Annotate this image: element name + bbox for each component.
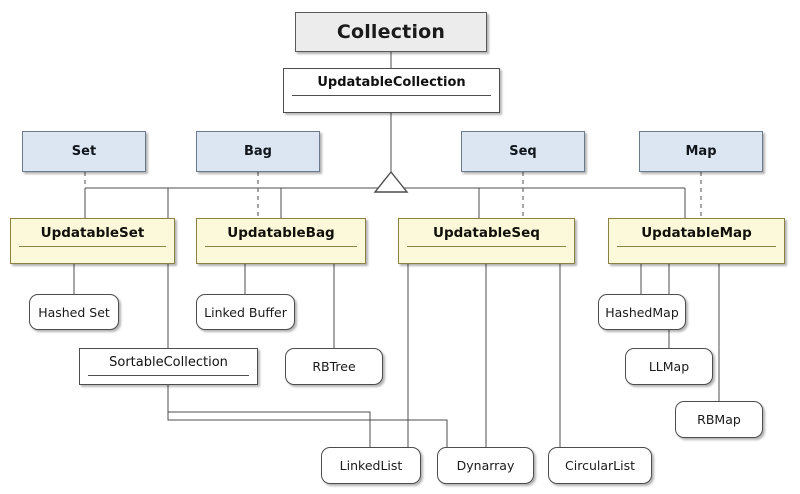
- class-compartment: [609, 247, 784, 263]
- edge-sortablecollection-dynarray: [167, 385, 448, 447]
- node-rbmap-label: RBMap: [697, 412, 741, 427]
- class-compartment: [11, 247, 174, 263]
- node-updatable-set-label: UpdatableSet: [40, 225, 145, 241]
- node-sortable-collection[interactable]: SortableCollection: [79, 348, 258, 385]
- node-llmap-label: LLMap: [648, 359, 690, 374]
- node-hashed-map-label: HashedMap: [605, 304, 679, 320]
- node-hashed-set[interactable]: Hashed Set: [29, 294, 119, 330]
- class-compartment: [80, 376, 257, 384]
- class-compartment-divider: [292, 95, 491, 96]
- node-dynarray-label: Dynarray: [456, 458, 515, 473]
- node-sortable-collection-label: SortableCollection: [109, 355, 228, 370]
- node-linked-list[interactable]: LinkedList: [321, 447, 421, 484]
- node-set-label: Set: [71, 144, 97, 159]
- class-compartment-divider: [19, 246, 166, 247]
- class-compartment: [197, 247, 365, 263]
- node-updatable-map-label: UpdatableMap: [641, 225, 752, 241]
- node-rbmap[interactable]: RBMap: [675, 401, 763, 438]
- class-compartment-divider: [617, 246, 776, 247]
- node-bag[interactable]: Bag: [196, 131, 320, 172]
- node-seq-label: Seq: [509, 144, 537, 159]
- node-collection-label: Collection: [336, 21, 446, 43]
- node-updatable-seq[interactable]: UpdatableSeq: [398, 218, 575, 264]
- node-updatable-map[interactable]: UpdatableMap: [608, 218, 785, 264]
- node-linked-list-label: LinkedList: [339, 458, 403, 473]
- node-llmap[interactable]: LLMap: [625, 348, 713, 385]
- edge-sortablecollection-linkedlist: [168, 411, 371, 447]
- node-updatable-collection[interactable]: UpdatableCollection: [283, 68, 500, 113]
- node-bag-label: Bag: [244, 144, 272, 159]
- node-updatable-bag-label: UpdatableBag: [227, 225, 335, 241]
- generalization-triangle: [373, 170, 409, 193]
- node-set[interactable]: Set: [22, 131, 146, 172]
- node-hashed-set-label: Hashed Set: [38, 304, 110, 320]
- node-updatable-seq-label: UpdatableSeq: [433, 225, 540, 241]
- node-rbtree[interactable]: RBTree: [285, 348, 383, 385]
- class-compartment: [399, 247, 574, 263]
- node-updatable-bag[interactable]: UpdatableBag: [196, 218, 366, 264]
- node-map[interactable]: Map: [639, 131, 763, 172]
- class-compartment: [284, 96, 499, 112]
- node-seq[interactable]: Seq: [461, 131, 585, 172]
- node-updatable-collection-label: UpdatableCollection: [317, 75, 466, 90]
- class-compartment-divider: [88, 375, 249, 376]
- class-compartment-divider: [205, 246, 357, 247]
- node-circular-list[interactable]: CircularList: [548, 447, 652, 484]
- node-linked-buffer-label: Linked Buffer: [204, 304, 287, 320]
- node-dynarray[interactable]: Dynarray: [437, 447, 534, 484]
- node-hashed-map[interactable]: HashedMap: [598, 294, 686, 330]
- node-updatable-set[interactable]: UpdatableSet: [10, 218, 175, 264]
- node-collection[interactable]: Collection: [295, 12, 487, 52]
- node-rbtree-label: RBTree: [312, 359, 356, 374]
- node-linked-buffer[interactable]: Linked Buffer: [196, 294, 295, 330]
- node-map-label: Map: [685, 144, 717, 159]
- node-circular-list-label: CircularList: [565, 458, 635, 473]
- class-compartment-divider: [407, 246, 566, 247]
